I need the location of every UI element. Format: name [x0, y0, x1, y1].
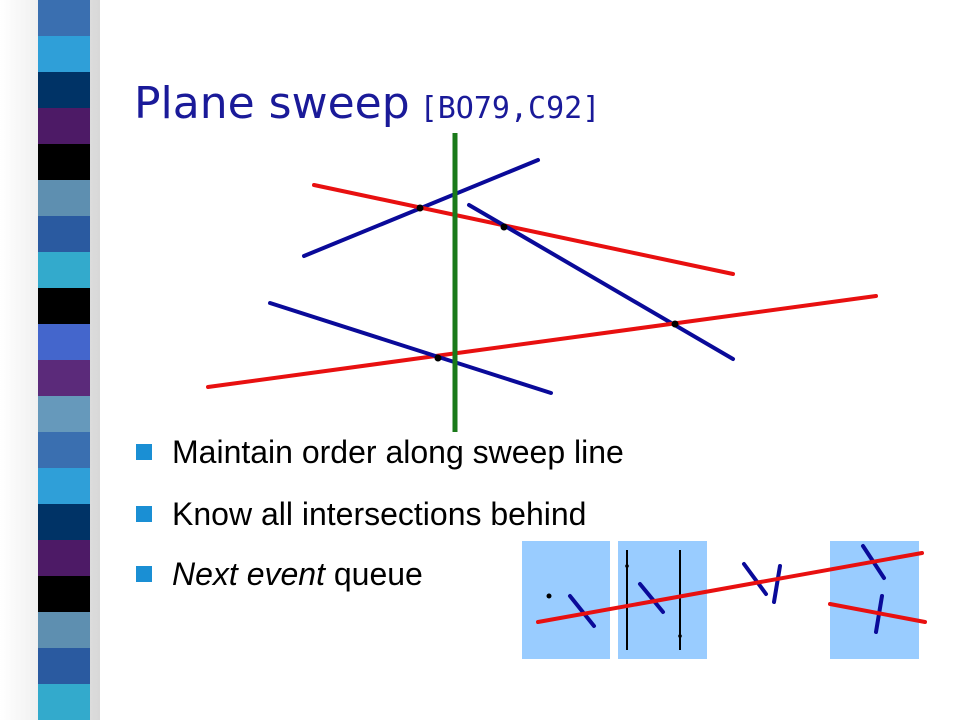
blue-segment [268, 301, 553, 395]
stripe-block [38, 432, 90, 468]
blue-segment [467, 203, 735, 361]
stripe-block [38, 684, 90, 720]
event-blue-segment [772, 564, 782, 604]
event-blue-segment [568, 594, 596, 628]
stripe-block [38, 72, 90, 108]
stripe-block [38, 288, 90, 324]
event-panel [830, 541, 919, 659]
event-point-icon [625, 564, 629, 568]
title-citation: [BO79,C92] [419, 91, 601, 126]
stripe-block [38, 252, 90, 288]
bullet-text: queue [324, 556, 423, 592]
stripe-block [38, 180, 90, 216]
event-panel [522, 541, 610, 659]
stripe-block [38, 504, 90, 540]
decorative-stripe [0, 0, 110, 720]
stripe-block [38, 648, 90, 684]
title-text: Plane sweep [134, 78, 410, 129]
bullet-item: Next event queue [136, 556, 423, 593]
stripe-block [38, 36, 90, 72]
bullet-italic-text: Next event [172, 556, 325, 592]
bullet-text: Maintain order along sweep line [172, 434, 624, 470]
stripe-block [38, 360, 90, 396]
square-bullet-icon [136, 565, 152, 582]
stripe-block [38, 396, 90, 432]
event-point-icon [546, 593, 552, 599]
event-point-icon [678, 634, 682, 638]
event-red-segment [536, 551, 924, 624]
bullet-item: Maintain order along sweep line [136, 434, 624, 471]
red-segment [312, 183, 735, 276]
stripe-block [38, 540, 90, 576]
event-blue-segment [742, 562, 768, 596]
event-blue-segment [638, 582, 665, 614]
stripe-block [38, 108, 90, 144]
stripe-block [38, 216, 90, 252]
stripe-block [38, 576, 90, 612]
stripe-block [38, 144, 90, 180]
stripe-block [38, 0, 90, 36]
bullet-item: Know all intersections behind [136, 496, 586, 533]
stripe-block [38, 324, 90, 360]
stripe-block [38, 468, 90, 504]
square-bullet-icon [136, 443, 152, 460]
stripe-block [38, 612, 90, 648]
slide-title: Plane sweep [BO79,C92] [134, 78, 600, 129]
bullet-text: Know all intersections behind [172, 496, 587, 532]
intersection-point-icon [500, 223, 508, 231]
event-red-segment [828, 602, 927, 624]
intersection-point-icon [434, 354, 442, 362]
square-bullet-icon [136, 505, 152, 522]
red-segment [206, 294, 878, 389]
intersection-point-icon [671, 320, 679, 328]
intersection-point-icon [416, 204, 424, 212]
